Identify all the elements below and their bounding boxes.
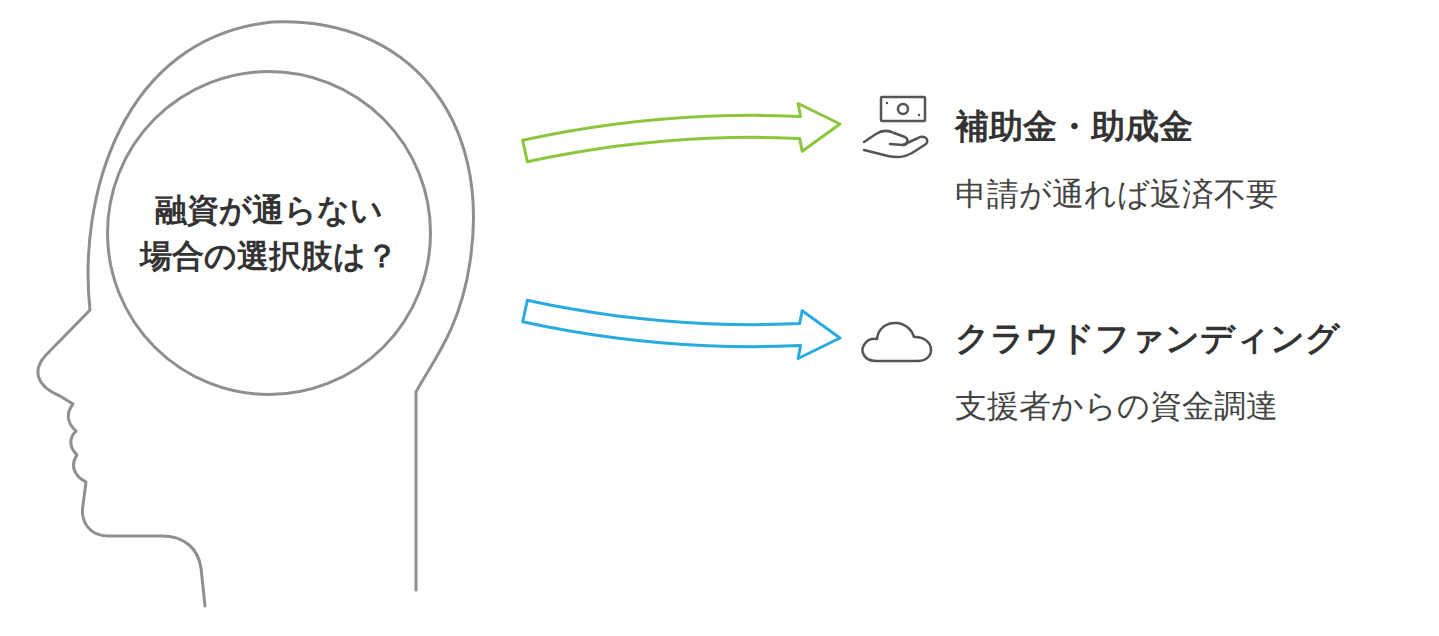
block-arrow (523, 104, 840, 162)
option-node: クラウドファンディング支援者からの資金調達 (955, 316, 1340, 428)
option-heading: クラウドファンディング (955, 316, 1340, 360)
block-arrow (523, 300, 840, 358)
question-circle: 融資が通らない 場合の選択肢は？ (106, 70, 432, 396)
cloud-icon (863, 323, 932, 361)
option-description: 支援者からの資金調達 (955, 386, 1340, 428)
money-hand-icon (864, 97, 927, 157)
head-outline (38, 22, 474, 606)
option-node: 補助金・助成金申請が通れば返済不要 (955, 104, 1278, 216)
option-heading: 補助金・助成金 (955, 104, 1278, 148)
option-description: 申請が通れば返済不要 (955, 174, 1278, 216)
question-text: 融資が通らない 場合の選択肢は？ (134, 187, 404, 280)
